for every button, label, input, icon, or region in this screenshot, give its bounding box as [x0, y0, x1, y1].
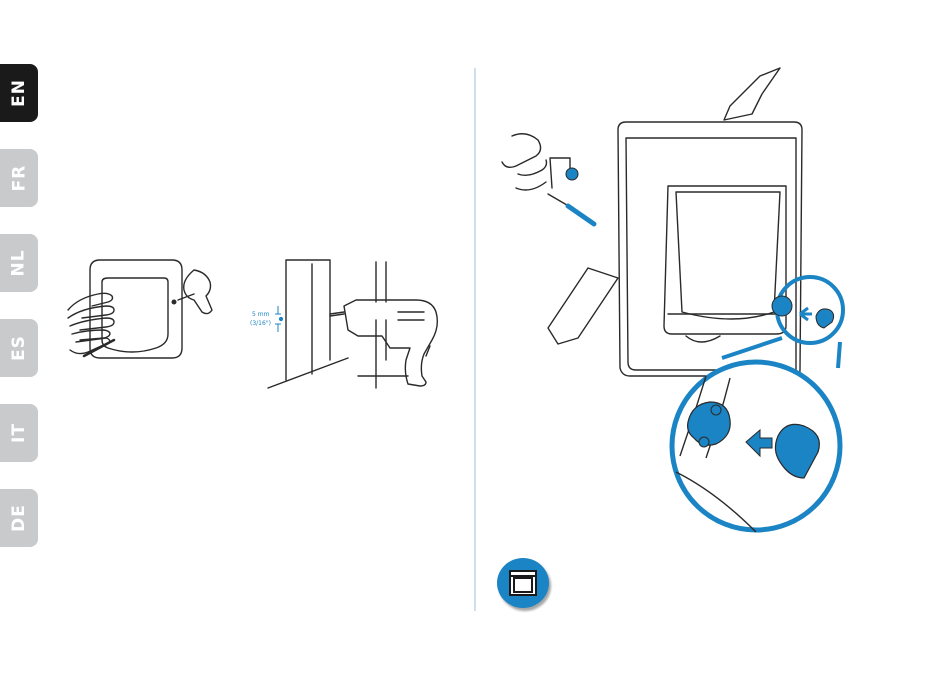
tab-de-label: DE	[9, 504, 29, 532]
tab-en-label: EN	[9, 79, 29, 107]
tab-fr[interactable]: FR	[0, 149, 38, 207]
column-divider	[474, 68, 476, 611]
drill-size-imperial: (3/16")	[250, 320, 271, 327]
tab-es[interactable]: ES	[0, 319, 38, 377]
tab-de[interactable]: DE	[0, 489, 38, 547]
window-frame-icon	[497, 558, 549, 608]
drill-bit	[330, 312, 344, 316]
tab-nl-label: NL	[9, 249, 29, 276]
tab-it-label: IT	[9, 423, 29, 443]
drill-illustration: 5 mm (3/16")	[248, 250, 458, 395]
tab-es-label: ES	[9, 335, 29, 361]
detail-circle-large	[672, 362, 840, 532]
tab-nl[interactable]: NL	[0, 234, 38, 292]
cat-flap-fitting-illustration	[500, 66, 850, 536]
hand-right-pencil	[178, 270, 212, 314]
tunnel-bottom	[548, 268, 618, 344]
drill-body	[344, 300, 437, 386]
tab-fr-label: FR	[9, 165, 29, 192]
drill-size-marker	[275, 306, 283, 332]
tab-en[interactable]: EN	[0, 64, 38, 122]
tunnel-top	[724, 68, 780, 120]
screwdriver-shaft	[568, 206, 594, 224]
hand-screwdriver	[502, 134, 547, 190]
cat-flap-frame	[618, 122, 802, 376]
template-marking-illustration	[62, 250, 222, 370]
drill-size-metric: 5 mm	[252, 311, 270, 318]
screw-cap-small	[566, 168, 578, 180]
tab-it[interactable]: IT	[0, 404, 38, 462]
